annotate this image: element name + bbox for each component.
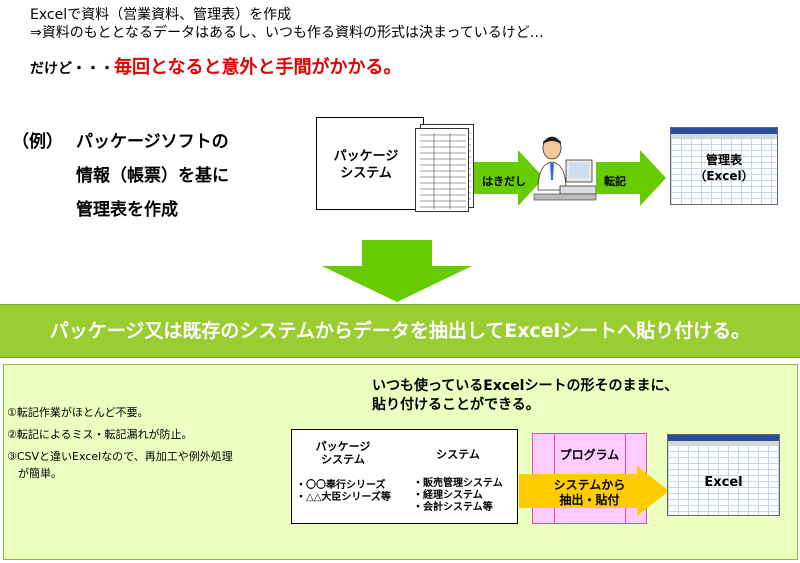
excel-spreadsheet-icon	[670, 127, 778, 205]
package-item-1: ・〇〇奉行シリーズ	[296, 480, 386, 491]
summary-banner-text: パッケージ又は既存のシステムからデータを抽出してExcelシートへ貼り付ける。	[49, 320, 751, 342]
example-line-2: 情報（帳票）を基に	[76, 166, 229, 186]
lower-title-2: 貼り付けることができる。	[372, 397, 540, 413]
benefit-3-cont: が簡単。	[7, 467, 62, 480]
header-emphasis: 毎回となると意外と手間がかかる。	[114, 57, 402, 78]
lower-title-1: いつも使っているExcelシートの形そのままに、	[372, 378, 679, 394]
system-item-2: ・経理システム	[413, 490, 483, 501]
benefit-3: ③CSVと違いExcelなので、再加工や例外処理	[7, 450, 233, 463]
management-table-sub: （Excel）	[694, 169, 754, 183]
document-icon-front	[415, 128, 469, 212]
header-line-3: だけど・・・毎回となると意外と手間がかかる。	[30, 57, 401, 80]
management-table-label: 管理表 （Excel）	[670, 152, 778, 184]
summary-banner	[0, 304, 800, 358]
excel-result-icon	[667, 434, 780, 516]
system-header: システム	[436, 448, 480, 461]
system-item-3: ・会計システム等	[413, 502, 493, 513]
system-item-1: ・販売管理システム	[413, 478, 503, 489]
package-item-2: ・△△大臣シリーズ等	[296, 492, 391, 503]
source-systems-box	[291, 429, 518, 524]
benefit-2: ②転記によるミス・転記漏れが防止。	[7, 428, 193, 441]
arrow-transcribe	[596, 150, 666, 206]
package-header: パッケージ システム	[315, 440, 371, 466]
arrow-export-label: はきだし	[482, 175, 526, 188]
arrow-transcribe-label: 転記	[604, 175, 626, 188]
package-system-label: パッケージ システム	[333, 149, 399, 181]
example-line-1: パッケージソフトの	[76, 132, 229, 152]
example-label: （例）	[12, 132, 63, 152]
example-line-3: 管理表を作成	[76, 200, 178, 220]
program-title: プログラム	[559, 448, 620, 462]
header-line-3-prefix: だけど・・・	[30, 61, 114, 77]
header-line-1: Excelで資料（営業資料、管理表）を作成	[30, 7, 292, 23]
benefit-1: ①転記作業がほとんど不要。	[7, 406, 149, 419]
arrow-export	[474, 150, 544, 206]
excel-result-label: Excel	[704, 475, 743, 490]
management-table-title: 管理表	[705, 153, 742, 167]
down-arrow	[322, 240, 472, 302]
package-system-box	[316, 117, 424, 210]
program-sub: システムから 抽出・貼付	[553, 478, 626, 507]
person-computer-icon	[533, 136, 597, 201]
program-arrow	[519, 466, 669, 516]
header-line-2: ⇒資料のもととなるデータはあるし、いつも作る資料の形式は決まっているけど…	[30, 25, 544, 41]
